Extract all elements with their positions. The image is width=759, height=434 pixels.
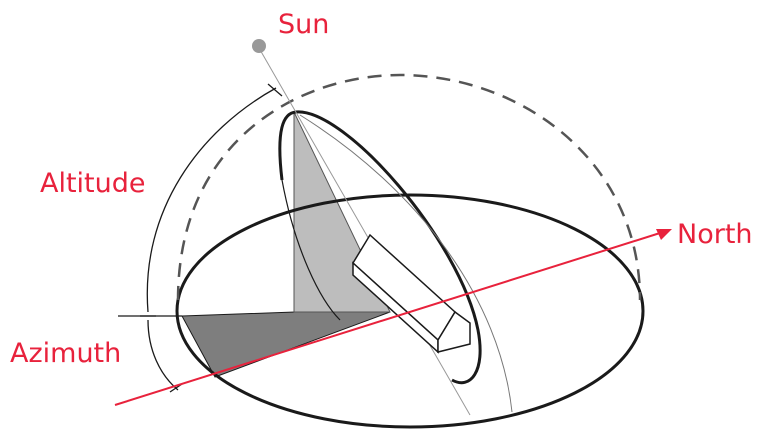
building-gable-end (437, 310, 471, 353)
north-arrowhead (656, 229, 672, 240)
meridian-guide-arc (299, 114, 513, 413)
altitude-label: Altitude (40, 168, 146, 199)
sun-ray-line (258, 47, 471, 416)
altitude-arc-tick-top (267, 83, 283, 97)
altitude-arc (146, 87, 277, 313)
north-label: North (677, 219, 753, 250)
sun-dot (252, 39, 266, 53)
azimuth-angle-shading (181, 311, 391, 378)
sun-path-arc (278, 110, 482, 385)
azimuth-arc (147, 319, 179, 391)
horizon-ellipse (175, 193, 645, 429)
north-line (114, 232, 661, 406)
azimuth-label: Azimuth (10, 338, 121, 369)
sun-path-lower-arc (281, 179, 341, 321)
celestial-dome-arc (176, 73, 642, 301)
building (352, 233, 471, 354)
sun-label: Sun (278, 9, 329, 40)
